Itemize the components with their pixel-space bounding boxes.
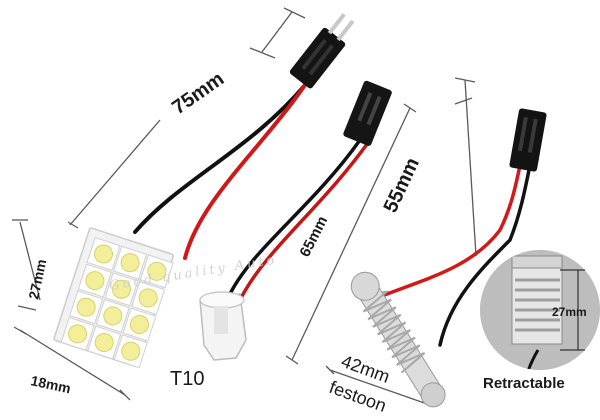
led-emitter [147, 261, 167, 281]
panel-wires [133, 83, 307, 260]
festoon-wires [370, 163, 532, 347]
led-emitter [94, 244, 114, 264]
retractable-label: Retractable [483, 375, 565, 392]
led-emitter [85, 271, 105, 291]
led-emitter [138, 288, 158, 308]
inset-27-label: 27mm [552, 305, 587, 319]
led-emitter [103, 306, 123, 326]
led-emitter [111, 279, 131, 299]
connector-middle [343, 80, 392, 146]
led-emitter [94, 333, 114, 353]
retractable-inset [480, 250, 600, 370]
led-emitter [121, 341, 141, 361]
led-emitter [68, 324, 88, 344]
led-emitter [129, 315, 149, 335]
t10-wires [226, 138, 372, 302]
led-emitter [76, 297, 96, 317]
t10-socket [199, 291, 247, 361]
t10-label: T10 [170, 368, 204, 390]
led-emitter [120, 253, 140, 273]
led-panel [53, 227, 174, 369]
dimension-lines [12, 7, 477, 406]
connector-right [509, 108, 547, 172]
connector-top [289, 13, 355, 89]
festoon-body [350, 271, 446, 408]
